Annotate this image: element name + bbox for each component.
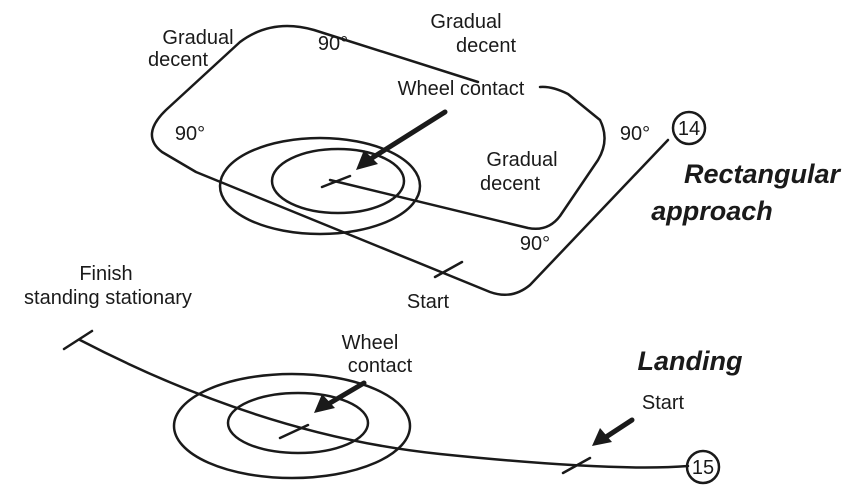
landing-wheel-contact-mark xyxy=(278,423,310,440)
angle-right-label: 90° xyxy=(620,123,650,145)
outer-landing-circle xyxy=(218,136,422,236)
landing-outer-circle xyxy=(172,372,412,480)
landing-wheel-contact-arrowhead xyxy=(314,394,335,413)
rectangular-title-line2: approach xyxy=(651,196,773,226)
rectangular-title-line1: Rectangular xyxy=(684,159,842,189)
wheel-contact-arrowhead xyxy=(356,150,378,170)
landing-inner-circle xyxy=(226,391,370,455)
finish-label-1: Finish xyxy=(79,263,132,285)
angle-top-label: 90° xyxy=(318,33,348,55)
gradual-top-label-1: Gradual xyxy=(430,11,501,33)
step-14-circle xyxy=(671,110,707,146)
gradual-inner-label-1: Gradual xyxy=(486,149,557,171)
gradual-left-label-2: decent xyxy=(148,49,208,71)
gradual-top-label-2: decent xyxy=(456,35,516,57)
circuit-path xyxy=(150,24,670,297)
landing-wheel-contact-arrow xyxy=(327,380,367,406)
landing-diagram: 15 Finish standing stationary Wheel cont… xyxy=(24,263,743,485)
finish-label-2: standing stationary xyxy=(24,287,192,309)
landing-start-label: Start xyxy=(642,392,685,414)
wheel-contact-arrow xyxy=(369,109,448,161)
step-15-number: 15 xyxy=(692,457,714,479)
wheel-contact-mark xyxy=(320,174,352,189)
step-15-circle xyxy=(685,449,721,485)
landing-wheel-label-1: Wheel xyxy=(342,332,399,354)
landing-path xyxy=(78,338,690,469)
gradual-inner-label-2: decent xyxy=(480,173,540,195)
angle-bottom-label: 90° xyxy=(520,233,550,255)
landing-title: Landing xyxy=(638,346,743,376)
finish-tick-mark xyxy=(62,329,94,351)
landing-start-arrowhead xyxy=(592,428,612,446)
angle-left-label: 90° xyxy=(175,123,205,145)
landing-wheel-label-2: contact xyxy=(348,355,413,377)
rectangular-approach-diagram: 14 Gradual decent 90° Gradual decent Whe… xyxy=(148,11,842,313)
start-tick-mark xyxy=(433,260,464,279)
step-14-number: 14 xyxy=(678,118,700,140)
inner-landing-circle xyxy=(270,147,406,215)
rectangular-start-label: Start xyxy=(407,291,450,313)
wheel-contact-label: Wheel contact xyxy=(398,78,525,100)
landing-start-arrow xyxy=(603,417,635,440)
landing-start-tick-mark xyxy=(561,456,592,475)
gradual-left-label-1: Gradual xyxy=(162,27,233,49)
